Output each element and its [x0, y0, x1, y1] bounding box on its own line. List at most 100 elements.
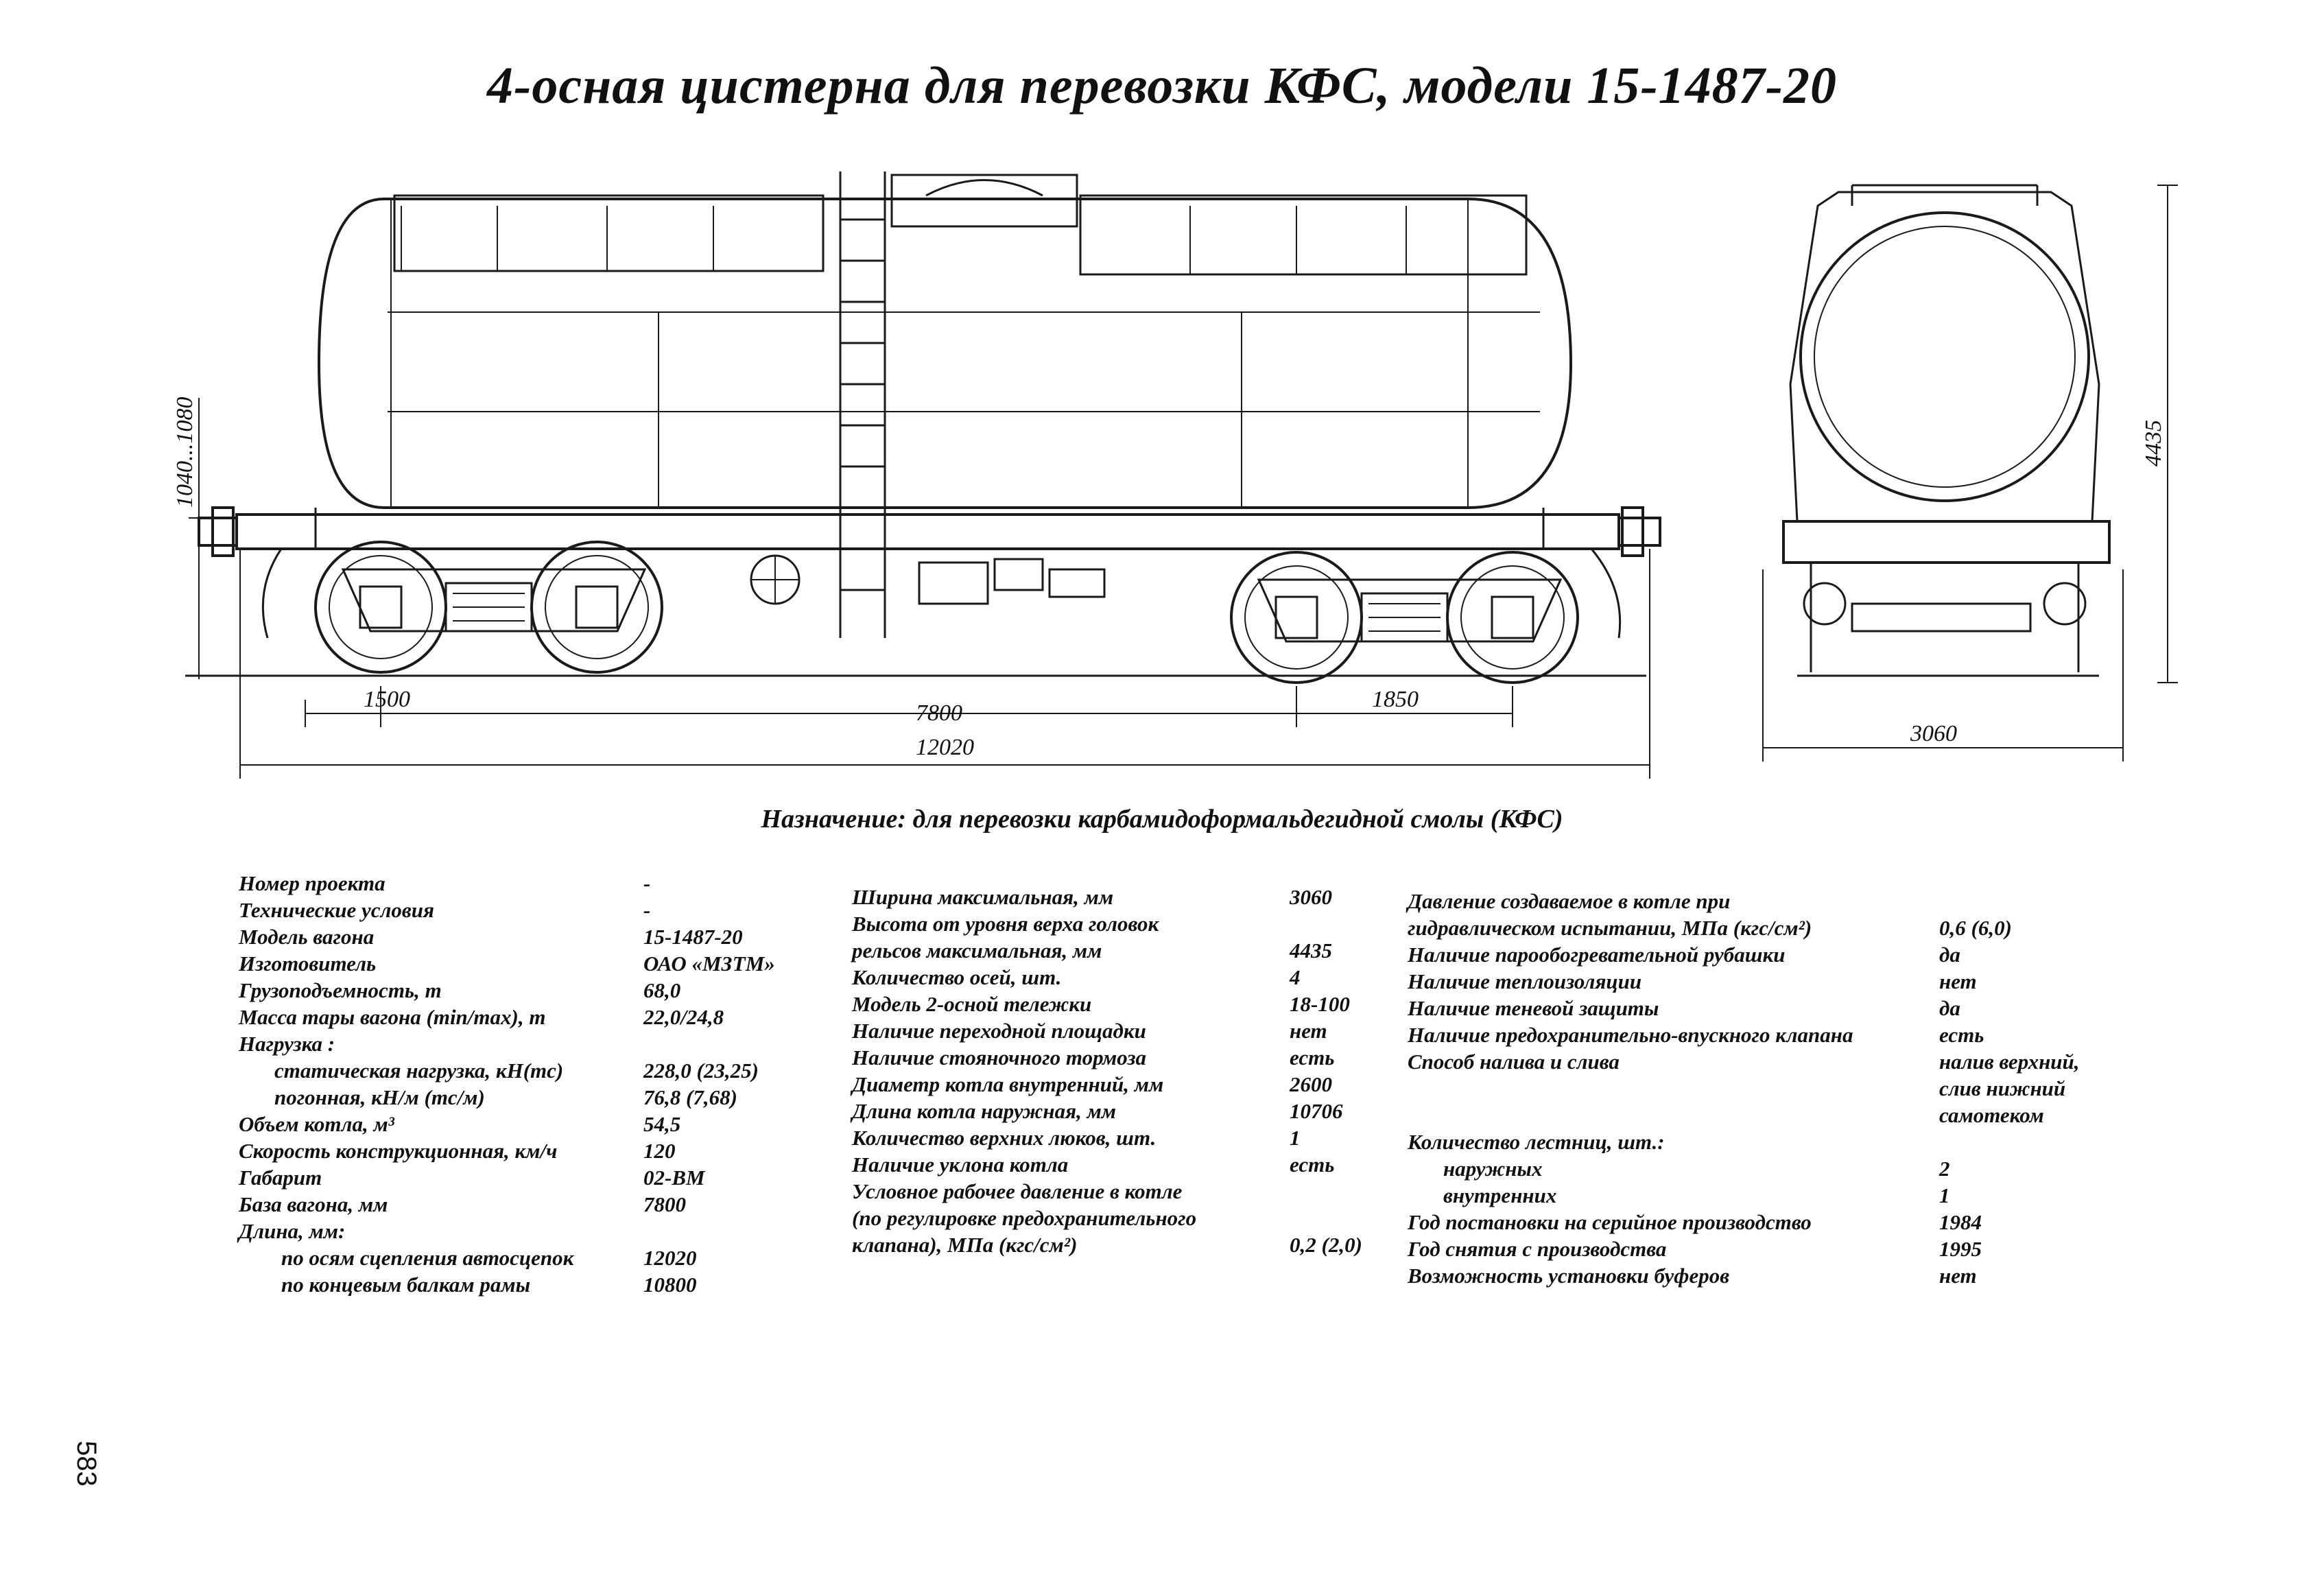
dim-12020: 12020: [916, 735, 974, 760]
spec-value: 2600: [1290, 1072, 1332, 1096]
spec-label: (по регулировке предохранительного: [852, 1206, 1197, 1230]
spec-row: Год снятия с производства 1995: [1408, 1236, 2128, 1262]
spec-row: Модель 2-осной тележки 18-100: [852, 991, 1401, 1017]
spec-row: Давление создаваемое в котле при: [1408, 888, 2128, 914]
spec-row: Наличие стояночного тормоза есть: [852, 1044, 1401, 1071]
spec-row: Количество осей, шт. 4: [852, 964, 1401, 991]
spec-label: Диаметр котла внутренний, мм: [852, 1072, 1164, 1096]
spec-label: Ширина максимальная, мм: [852, 885, 1114, 909]
spec-value: самотеком: [1939, 1103, 2044, 1127]
bogie-left: [314, 541, 663, 674]
spec-row: Условное рабочее давление в котле: [852, 1178, 1401, 1205]
spec-row: Скорость конструкционная, км/ч 120: [239, 1137, 856, 1164]
spec-row: наружных 2: [1408, 1155, 2128, 1182]
spec-value: да: [1939, 996, 1960, 1020]
spec-label: Наличие парообогревательной рубашки: [1408, 943, 1786, 967]
spec-value: ОАО «МЗТМ»: [643, 952, 775, 976]
dim-buffer-height: 1040...1080: [172, 397, 198, 508]
spec-label: Номер проекта: [239, 871, 386, 895]
spec-value: 22,0/24,8: [643, 1005, 724, 1029]
spec-value: налив верхний,: [1939, 1050, 2080, 1074]
spec-row: Нагрузка :: [239, 1030, 856, 1057]
spec-value: 15-1487-20: [643, 925, 743, 949]
spec-label: Габарит: [239, 1166, 322, 1190]
spec-label: Скорость конструкционная, км/ч: [239, 1139, 558, 1163]
spec-row: самотеком: [1408, 1102, 2128, 1129]
spec-value: 18-100: [1290, 992, 1350, 1016]
purpose-line: Назначение: для перевозки карбамидоформа…: [761, 805, 1563, 834]
spec-value: 1995: [1939, 1237, 1982, 1261]
spec-value: есть: [1290, 1045, 1335, 1070]
spec-row: погонная, кН/м (тс/м) 76,8 (7,68): [239, 1084, 856, 1111]
spec-label: Год постановки на серийное производство: [1408, 1210, 1812, 1234]
spec-label: Наличие уклона котла: [852, 1153, 1069, 1177]
spec-row: Масса тары вагона (min/max), т 22,0/24,8: [239, 1004, 856, 1030]
dim-1500: 1500: [364, 687, 410, 712]
shadow-panel-left: [393, 194, 825, 272]
spec-value: 76,8 (7,68): [643, 1085, 737, 1109]
dim-7800: 7800: [916, 700, 962, 726]
spec-label: Количество верхних люков, шт.: [852, 1126, 1157, 1150]
spec-value: 4: [1290, 965, 1301, 989]
spec-value: -: [643, 898, 651, 922]
spec-value: 4435: [1290, 938, 1332, 962]
spec-label: Наличие переходной площадки: [852, 1019, 1146, 1043]
spec-row: Наличие теплоизоляции нет: [1408, 968, 2128, 995]
spec-row: (по регулировке предохранительного: [852, 1205, 1401, 1231]
spec-label: Количество осей, шт.: [852, 965, 1062, 989]
spec-label: Наличие теплоизоляции: [1408, 969, 1642, 993]
tank-car-drawing: 1040...1080 1500 7800 1850 12020 4435 30…: [172, 172, 2178, 779]
page-number: 583: [71, 1441, 102, 1487]
spec-value: 228,0 (23,25): [643, 1059, 759, 1083]
spec-value: 02-ВМ: [643, 1166, 705, 1190]
coupler-left: [198, 506, 238, 557]
spec-label: Наличие стояночного тормоза: [852, 1045, 1146, 1070]
spec-value: есть: [1290, 1153, 1335, 1177]
dim-4435: 4435: [2141, 420, 2166, 466]
spec-row: Наличие уклона котла есть: [852, 1151, 1401, 1178]
page-title: 4-осная цистерна для перевозки КФС, моде…: [487, 57, 1837, 115]
underframe: [235, 513, 1620, 550]
spec-label: Год снятия с производства: [1408, 1237, 1667, 1261]
spec-label: Количество лестниц, шт.:: [1408, 1130, 1665, 1154]
spec-label: по осям сцепления автосцепок: [281, 1246, 574, 1270]
spec-row: статическая нагрузка, кН(тс)228,0 (23,25…: [239, 1057, 856, 1084]
spec-row: Высота от уровня верха головок: [852, 910, 1401, 937]
spec-label: Модель 2-осной тележки: [852, 992, 1092, 1016]
spec-value: 0,2 (2,0): [1290, 1233, 1362, 1257]
spec-label: Длина, мм:: [239, 1219, 346, 1243]
spec-label: Нагрузка :: [239, 1032, 335, 1056]
spec-value: 120: [643, 1139, 676, 1163]
spec-value: 10800: [643, 1273, 697, 1297]
coupler-right: [1617, 506, 1661, 557]
side-view: [185, 172, 1661, 779]
spec-value: 1: [1290, 1126, 1301, 1150]
spec-value: 12020: [643, 1246, 697, 1270]
spec-row: Год постановки на серийное производство 1…: [1408, 1209, 2128, 1236]
ladder: [839, 172, 886, 638]
spec-column-1: Номер проекта-Технические условия-Модель…: [239, 870, 856, 1298]
spec-row: Количество лестниц, шт.:: [1408, 1129, 2128, 1155]
spec-label: погонная, кН/м (тс/м): [274, 1085, 485, 1109]
spec-value: 54,5: [643, 1112, 681, 1136]
spec-label: рельсов максимальная, мм: [852, 938, 1102, 962]
spec-label: наружных: [1443, 1157, 1543, 1181]
end-view: [1762, 184, 2178, 761]
spec-row: Диаметр котла внутренний, мм 2600: [852, 1071, 1401, 1098]
spec-value: 1984: [1939, 1210, 1982, 1234]
spec-value: 2: [1939, 1157, 1950, 1181]
spec-label: Масса тары вагона (min/max), т: [239, 1005, 546, 1029]
spec-value: 3060: [1290, 885, 1332, 909]
spec-label: Длина котла наружная, мм: [852, 1099, 1117, 1123]
spec-value: нет: [1939, 969, 1977, 993]
spec-value: слив нижний: [1939, 1076, 2066, 1100]
bogie-right: [1230, 551, 1579, 684]
spec-row: гидравлическом испытании, МПа (кгс/см²)0…: [1408, 914, 2128, 941]
